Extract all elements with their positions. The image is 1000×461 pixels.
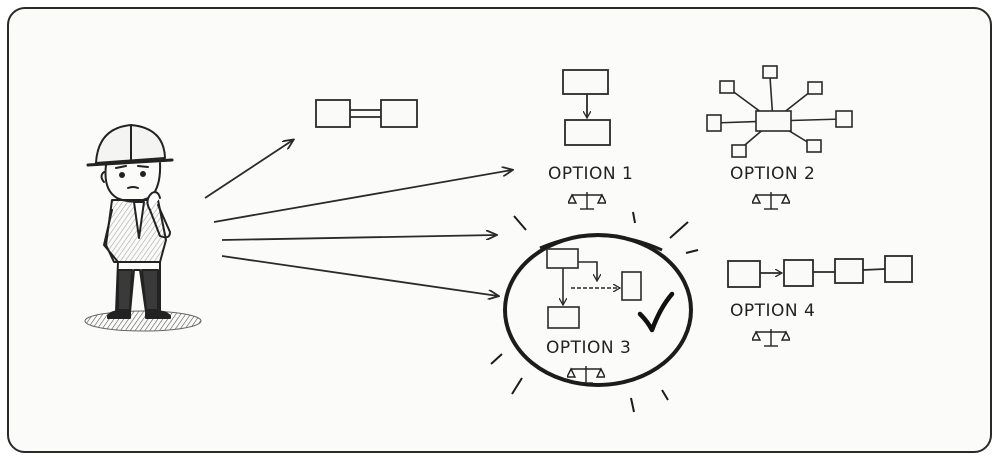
- option-2-label: OPTION 2: [730, 164, 816, 184]
- arrow-icon: [204, 140, 512, 296]
- balance-scale-icon: [567, 366, 605, 384]
- option-2-diagram: [706, 65, 853, 158]
- option-3-label: OPTION 3: [546, 338, 632, 358]
- balance-scale-icon: [752, 192, 790, 210]
- option-4-label: OPTION 4: [730, 301, 816, 321]
- checkmark-icon: [637, 291, 675, 333]
- two-box-diagram: [315, 99, 418, 128]
- option-1-label: OPTION 1: [548, 164, 634, 184]
- diagram-frame: [7, 7, 992, 453]
- balance-scale-icon: [568, 192, 606, 210]
- option-1-diagram: [562, 69, 611, 146]
- option-4-diagram: [727, 255, 913, 288]
- option-3-diagram: [546, 248, 642, 329]
- engineer-figure-icon: [84, 124, 202, 332]
- balance-scale-icon: [752, 329, 790, 347]
- option-3-selection-circle: [490, 211, 699, 413]
